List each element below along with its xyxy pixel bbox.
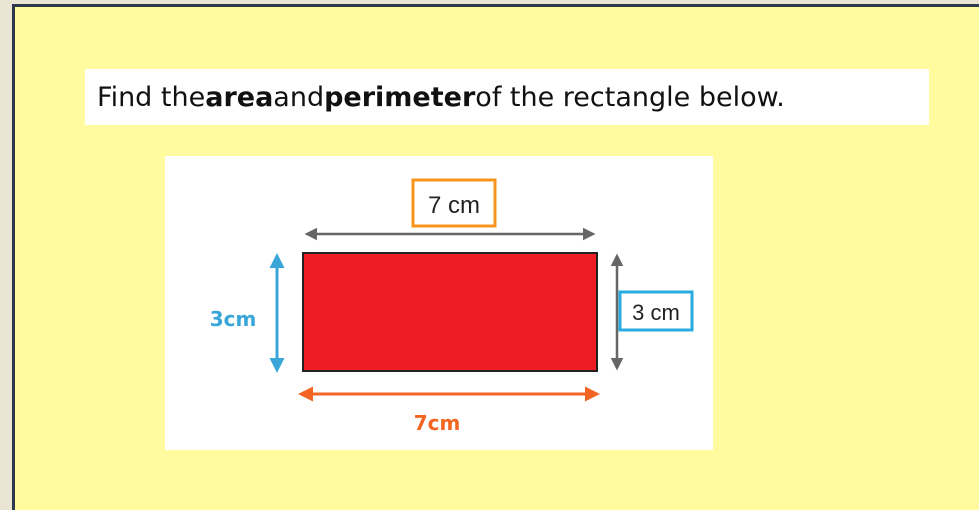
- top-label-box: [411, 178, 497, 228]
- question-part-3: of the rectangle below.: [475, 81, 785, 113]
- left-handwritten-label: 3cm: [210, 307, 257, 331]
- question-part-1: Find the: [97, 81, 206, 113]
- slide: Find the area and perimeter of the recta…: [12, 4, 979, 510]
- bottom-handwritten-label: 7cm: [414, 411, 461, 435]
- question-text: Find the area and perimeter of the recta…: [85, 69, 929, 125]
- right-length-label: 3 cm: [632, 300, 680, 325]
- question-part-2: and: [273, 81, 325, 113]
- question-bold-area: area: [205, 81, 274, 113]
- question-bold-perimeter: perimeter: [324, 81, 476, 113]
- rectangle-diagram: 7 cm 3 cm 3cm 7cm: [210, 178, 694, 435]
- rectangle-figure: 7 cm 3 cm 3cm 7cm: [165, 156, 713, 450]
- right-label-box: [618, 290, 694, 332]
- red-rectangle: [302, 252, 598, 372]
- top-length-label: 7 cm: [428, 192, 480, 219]
